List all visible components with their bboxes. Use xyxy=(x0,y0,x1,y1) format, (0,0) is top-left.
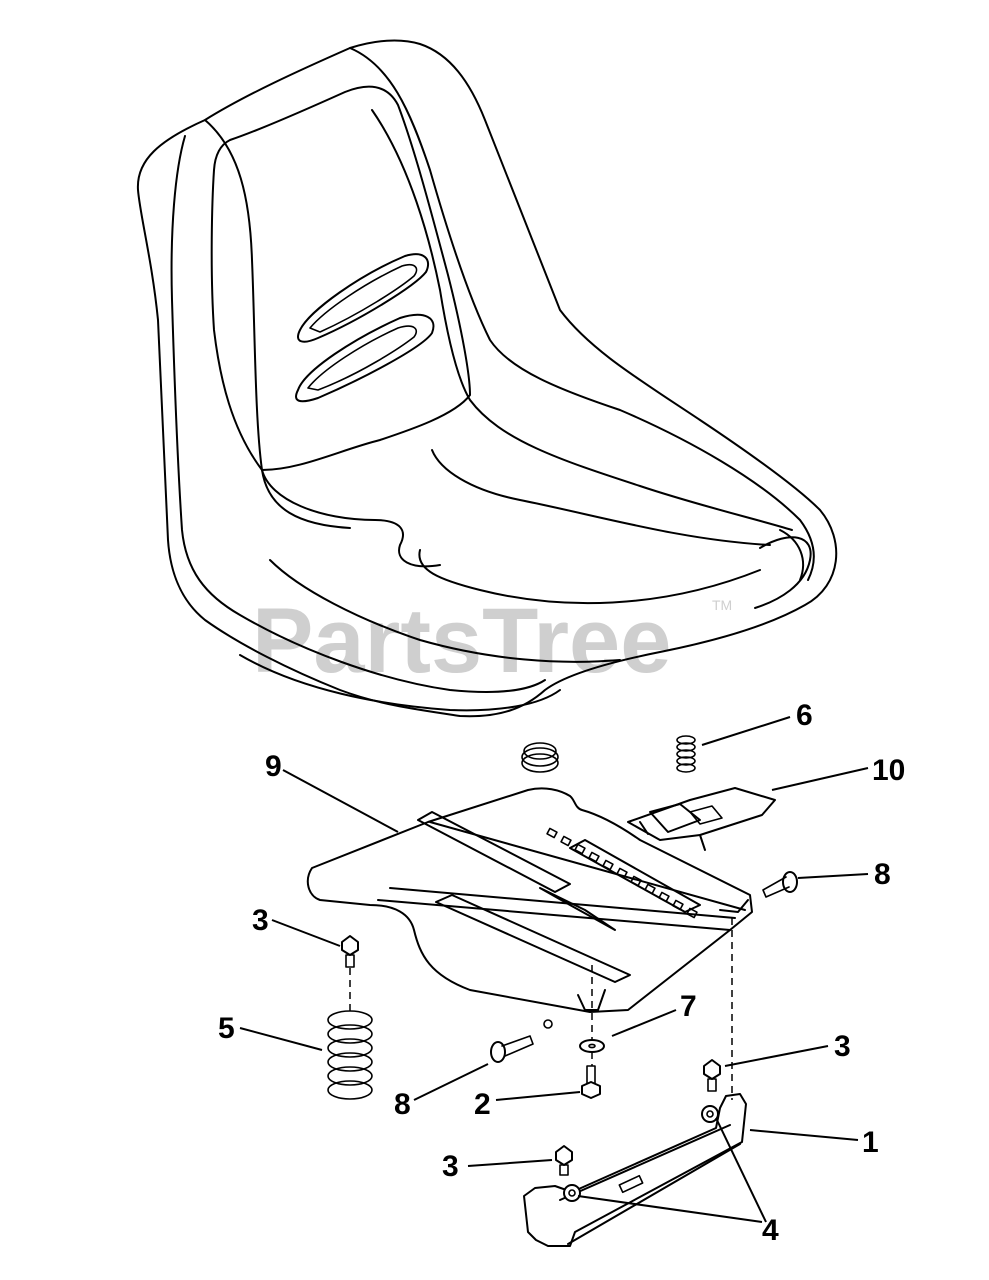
callout-4: 4 xyxy=(762,1214,779,1247)
callout-numbers: 9 6 10 8 3 5 7 3 8 2 1 3 4 xyxy=(218,699,905,1247)
part-4-nuts xyxy=(563,1105,719,1202)
callout-3-left: 3 xyxy=(252,904,269,937)
bolt-3b xyxy=(703,1059,721,1092)
watermark-text: PartsTree xyxy=(252,590,671,692)
callout-10: 10 xyxy=(872,754,905,787)
watermark-trademark: TM xyxy=(712,597,732,613)
part-3-bolts xyxy=(341,935,721,1176)
part-8-bolts xyxy=(490,871,798,1063)
callout-9: 9 xyxy=(265,750,282,783)
watermark: PartsTree TM xyxy=(252,590,732,692)
part-1-bracket xyxy=(523,1093,747,1247)
bolt-3a xyxy=(341,935,359,968)
callout-1: 1 xyxy=(862,1126,879,1159)
part-7-washer xyxy=(579,1039,605,1053)
bolt-8a xyxy=(490,1035,534,1063)
leader-lines xyxy=(239,716,869,1223)
part-9-seat-pan xyxy=(306,742,753,1029)
part-6-spring xyxy=(676,735,696,773)
assembly-lines xyxy=(349,918,733,1100)
callout-8-right: 8 xyxy=(874,858,891,891)
part-10-latch-plate xyxy=(627,787,776,851)
callout-7: 7 xyxy=(680,990,697,1023)
bolt-3c xyxy=(555,1145,573,1176)
callout-6: 6 xyxy=(796,699,813,732)
callout-5: 5 xyxy=(218,1012,235,1045)
part-5-spring xyxy=(327,1010,373,1100)
bolt-8b xyxy=(762,871,798,898)
seat-pan-adjust-holes xyxy=(546,827,698,919)
callout-8-left: 8 xyxy=(394,1088,411,1121)
part-2-screw xyxy=(581,1065,601,1099)
callout-3-bottom: 3 xyxy=(442,1150,459,1183)
seat-cushion xyxy=(136,39,838,718)
callout-3-right: 3 xyxy=(834,1030,851,1063)
callout-2: 2 xyxy=(474,1088,491,1121)
